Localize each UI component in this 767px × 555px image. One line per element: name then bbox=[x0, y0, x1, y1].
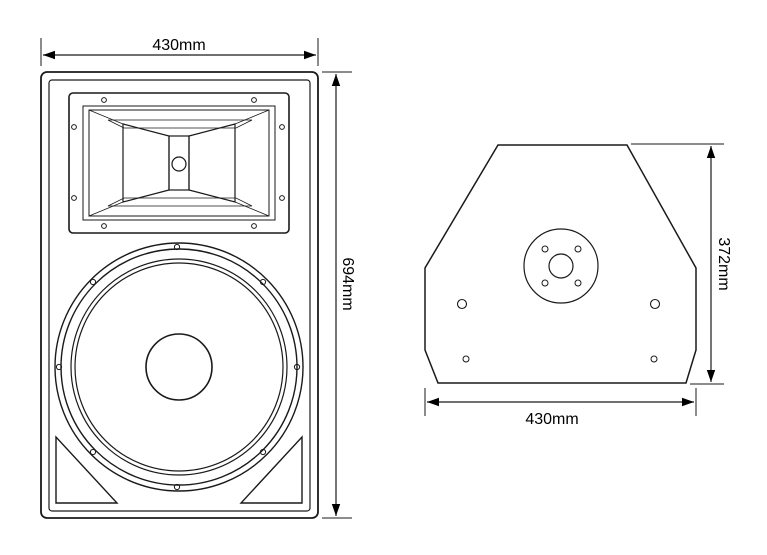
cabinet-outer-outline bbox=[40, 71, 319, 519]
horn-screw bbox=[251, 223, 257, 229]
horn-screw bbox=[279, 124, 285, 130]
horn-screw bbox=[71, 124, 77, 130]
woofer-screw bbox=[173, 483, 181, 491]
woofer-screw bbox=[89, 448, 97, 456]
front-width-dimension: 430mm bbox=[40, 34, 319, 66]
horn-screw bbox=[101, 223, 107, 229]
woofer-dust-cap bbox=[145, 333, 213, 401]
side-view: 372mm 430mm bbox=[424, 143, 736, 428]
woofer-screw bbox=[55, 363, 63, 371]
horn bbox=[68, 92, 290, 234]
horn-throat bbox=[171, 156, 187, 172]
front-width-label: 430mm bbox=[152, 37, 205, 54]
front-height-dimension: 694mm bbox=[322, 71, 359, 519]
corner-port-left bbox=[55, 435, 119, 504]
woofer-screw bbox=[89, 278, 97, 286]
woofer bbox=[54, 242, 304, 492]
side-cabinet-outline bbox=[424, 144, 697, 384]
horn-screw bbox=[101, 97, 107, 103]
side-depth-dimension: 372mm bbox=[631, 143, 736, 385]
side-mount-hole bbox=[462, 355, 470, 363]
side-mount-hole bbox=[649, 298, 661, 310]
woofer-screw bbox=[259, 448, 267, 456]
pole-mount-flange bbox=[523, 228, 599, 304]
pole-socket bbox=[548, 253, 574, 279]
side-width-dimension: 430mm bbox=[424, 388, 697, 428]
side-mount-hole bbox=[456, 298, 468, 310]
front-height-label: 694mm bbox=[339, 257, 356, 310]
woofer-screw bbox=[259, 278, 267, 286]
horn-screw bbox=[279, 195, 285, 201]
cabinet-inner-outline bbox=[48, 79, 311, 512]
horn-screw bbox=[251, 97, 257, 103]
horn-screw bbox=[71, 195, 77, 201]
woofer-screw bbox=[173, 243, 181, 251]
side-mount-hole bbox=[650, 355, 658, 363]
front-view: 430mm 694mm bbox=[40, 34, 359, 519]
woofer-screw bbox=[293, 363, 301, 371]
side-depth-label: 372mm bbox=[715, 237, 732, 290]
side-width-label: 430mm bbox=[525, 411, 578, 428]
corner-port-right bbox=[239, 435, 303, 504]
